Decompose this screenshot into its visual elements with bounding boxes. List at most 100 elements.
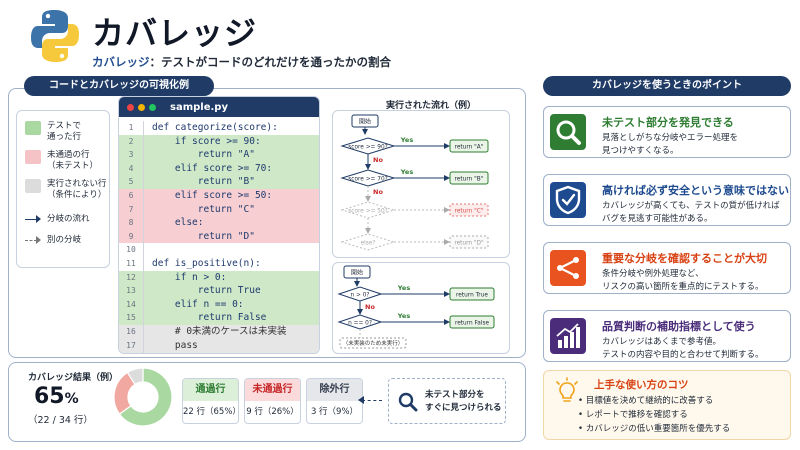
code-text: else:: [152, 217, 204, 229]
maximize-dot-icon: [149, 103, 156, 111]
code-text: pass: [152, 339, 198, 351]
code-line: 7 return "C": [119, 202, 319, 217]
tip-title: 未テスト部分を発見できる: [602, 116, 734, 129]
line-number: 7: [128, 204, 134, 214]
bullet-icon: •: [578, 424, 586, 434]
best-practice-item: • レポートで推移を確認する: [578, 408, 730, 422]
chart-icon: [550, 318, 586, 354]
decision-label: n > 0?: [351, 292, 370, 298]
legend-label: テストで 通った行: [47, 121, 82, 142]
coverage-percent: 65%: [34, 384, 79, 409]
dashed-arrow-right-icon: [25, 235, 41, 245]
branch-icon: [550, 250, 586, 286]
legend-item: 別の分岐: [25, 235, 81, 246]
line-number: 16: [126, 327, 136, 336]
return-node: [449, 203, 489, 217]
coverage-stat-head: 未通過行: [245, 379, 300, 401]
no-label: No: [373, 188, 383, 196]
legend: テストで 通った行未通過の行 （未テスト） 実行されない行 （条件により） 分岐の流…: [16, 110, 110, 268]
return-label: return False: [455, 320, 490, 326]
lightbulb-icon: [556, 377, 578, 402]
right-panel-title: カバレッジを使うときのポイント: [543, 76, 791, 96]
line-number: 2: [128, 136, 134, 146]
code-line: 13 return True: [119, 284, 319, 299]
yes-label: Yes: [397, 312, 411, 320]
no-label: No: [365, 303, 375, 311]
no-label: No: [373, 156, 383, 164]
tip-title: 重要な分岐を確認することが大切: [602, 252, 767, 265]
decision-label: n == 0?: [348, 320, 372, 326]
coverage-arrow: [362, 400, 382, 401]
code-line: 6 elif score >= 50:: [119, 189, 319, 203]
code-line: 12 if n > 0:: [119, 270, 319, 285]
code-line: 2 if score >= 90:: [119, 134, 319, 149]
magnifier-icon: [398, 392, 418, 412]
code-text: elif score >= 70:: [152, 162, 273, 174]
tip-card: 未テスト部分を発見できる見落としがちな分岐やエラー処理を 見つけやすくなる。: [543, 106, 791, 158]
coverage-stat: 未通過行 9 行（26%）: [244, 378, 301, 424]
legend-swatch: [25, 179, 41, 193]
code-text: elif n == 0:: [152, 298, 244, 310]
return-label: return "C": [455, 208, 484, 214]
legend-item: 未通過の行 （未テスト）: [25, 150, 98, 172]
code-text: return False: [152, 312, 267, 324]
subtitle-text: ：テストがコードのどれだけを通ったかの割合: [149, 55, 392, 69]
decision-label: score >= 50?: [348, 208, 387, 214]
page-title: カバレッジ: [92, 14, 258, 52]
code-text: return "C": [152, 203, 255, 215]
best-practice-item: • 目標値を決めて継続的に改善する: [578, 394, 730, 408]
legend-label: 別の分岐: [47, 235, 82, 245]
line-number: 3: [128, 150, 134, 160]
start-label: 開始: [351, 269, 363, 277]
tip-card: 品質判断の補助指標として使うカバレッジはあくまで参考値。 テストの内容や目的と合…: [543, 310, 791, 362]
tip-title: 品質判断の補助指標として使う: [602, 320, 756, 333]
best-practice-text: 目標値を決めて継続的に改善する: [585, 396, 714, 406]
tip-card: 高ければ必ず安全という意味ではないカバレッジが高くても、テストの質が低ければ バ…: [543, 174, 791, 226]
legend-item: 実行されない行 （条件により）: [25, 179, 107, 201]
coverage-label: カバレッジ結果（例）: [28, 373, 119, 383]
best-practice-text: レポートで推移を確認する: [585, 410, 688, 420]
tip-body: カバレッジが高くても、テストの質が低ければ バグを見逃す可能性がある。: [602, 201, 780, 224]
tip-body: カバレッジはあくまで参考値。 テストの内容や目的と合わせて判断する。: [602, 337, 764, 360]
coverage-donut-chart: [113, 367, 173, 427]
coverage-percent-value: 65: [34, 384, 65, 409]
legend-item: 分岐の流れ: [25, 214, 90, 225]
coverage-arrow-head-icon: [358, 396, 364, 404]
coverage-callout-text: 未テスト部分を すぐに見つけられる: [425, 390, 502, 413]
tip-body: 見落としがちな分岐やエラー処理を 見つけやすくなる。: [602, 133, 739, 156]
line-number: 11: [126, 259, 136, 268]
page-subtitle: カバレッジ：テストがコードのどれだけを通ったかの割合: [92, 54, 391, 70]
left-panel-title: コードとカバレッジの可視化例: [24, 76, 214, 96]
coverage-stat-head: 通過行: [183, 379, 238, 401]
subtitle-keyword: カバレッジ: [92, 55, 150, 69]
coverage-stat-value: 9 行（26%）: [246, 407, 299, 417]
python-logo-icon: [31, 10, 79, 62]
bullet-icon: •: [578, 410, 586, 420]
legend-swatch: [25, 121, 41, 135]
code-line: 15 return False: [119, 311, 319, 326]
code-window-header: sample.py: [119, 97, 319, 117]
line-number: 12: [126, 272, 136, 282]
legend-label: 未通過の行 （未テスト）: [47, 150, 99, 171]
line-number: 15: [126, 313, 136, 323]
best-practice-item: • カバレッジの低い重要箇所を優先する: [578, 422, 730, 436]
code-line: 3 return "A": [119, 148, 319, 163]
code-line: 4 elif score >= 70:: [119, 161, 319, 176]
legend-swatch: [25, 150, 41, 164]
code-text: if score >= 90:: [152, 135, 261, 147]
line-number: 1: [128, 123, 134, 132]
code-text: return True: [152, 285, 261, 297]
code-line: 9 return "D": [119, 229, 319, 244]
code-gutter: [143, 121, 144, 353]
minimize-dot-icon: [138, 103, 145, 111]
line-number: 8: [128, 218, 134, 228]
flow-title: 実行された流れ（例）: [386, 101, 477, 111]
code-line: 5 return "B": [119, 175, 319, 190]
decision-node: [340, 201, 396, 219]
legend-label: 分岐の流れ: [47, 214, 90, 224]
line-number: 14: [126, 299, 136, 309]
